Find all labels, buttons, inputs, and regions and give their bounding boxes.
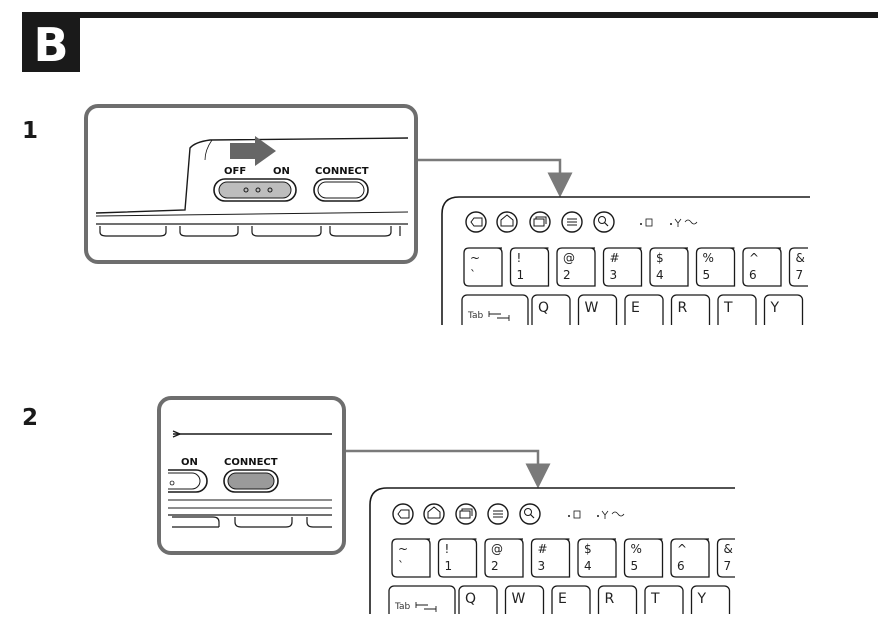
step-number-2: 2: [22, 405, 39, 431]
key-6[interactable]: ^6: [670, 538, 710, 578]
key-4[interactable]: $4: [577, 538, 617, 578]
search-icon[interactable]: [519, 503, 541, 525]
key-base-symbol: 1: [517, 268, 525, 282]
power-switch-2[interactable]: [168, 469, 208, 493]
home-icon[interactable]: [423, 503, 445, 525]
callout-arrow-1: [416, 158, 573, 198]
key-shift-symbol: $: [584, 542, 592, 556]
key-base-symbol: 3: [610, 268, 618, 282]
key-base-symbol: 7: [724, 559, 732, 573]
key-shift-symbol: !: [445, 542, 450, 556]
key-letter: R: [605, 591, 615, 607]
key-letter: R: [678, 300, 688, 316]
key-base-symbol: `: [470, 268, 476, 282]
tab-key-label: Tab: [467, 311, 484, 321]
key-shift-symbol: $: [656, 251, 664, 265]
header-rule: [22, 12, 878, 18]
key-letter: Y: [697, 591, 707, 607]
key-shift-symbol: %: [631, 542, 642, 556]
key-base-symbol: 5: [703, 268, 711, 282]
key-letter: E: [631, 300, 640, 316]
key-base-symbol: 4: [584, 559, 592, 573]
connect-button-1[interactable]: [313, 178, 369, 202]
power-switch-1[interactable]: [213, 178, 297, 202]
key-5[interactable]: %5: [695, 247, 736, 287]
switch-off-label-1: OFF: [224, 166, 246, 177]
key-3[interactable]: #3: [602, 247, 643, 287]
switch-on-label-1: ON: [273, 166, 290, 177]
connect-label-1: CONNECT: [315, 166, 369, 177]
key-shift-symbol: !: [517, 251, 522, 265]
tab-key-label: Tab: [394, 602, 411, 612]
search-icon[interactable]: [593, 211, 615, 233]
key-letter: Q: [538, 300, 549, 316]
key-2[interactable]: @2: [556, 247, 596, 287]
key-shift-symbol: ~: [470, 251, 480, 265]
key-letter: W: [512, 591, 526, 607]
key-letter: Q: [465, 591, 476, 607]
step-number-1: 1: [22, 118, 39, 144]
recent-apps-icon[interactable]: [529, 211, 551, 233]
switch-on-label-2: ON: [181, 457, 198, 468]
key-shift-symbol: ~: [398, 542, 408, 556]
key-7[interactable]: &7: [788, 247, 809, 287]
key-grave[interactable]: ~`: [463, 247, 503, 287]
key-letter: T: [723, 300, 733, 316]
key-letter: E: [558, 591, 567, 607]
key-1[interactable]: !1: [437, 538, 478, 578]
recent-apps-icon[interactable]: [455, 503, 477, 525]
key-shift-symbol: %: [703, 251, 714, 265]
key-shift-symbol: &: [796, 251, 805, 265]
key-base-symbol: 5: [631, 559, 639, 573]
back-icon[interactable]: [392, 503, 414, 525]
indicator-lights-icon: [568, 510, 625, 519]
key-base-symbol: 6: [749, 268, 757, 282]
key-shift-symbol: @: [563, 251, 575, 265]
key-base-symbol: 1: [445, 559, 453, 573]
key-base-symbol: 7: [796, 268, 804, 282]
key-5[interactable]: %5: [623, 538, 664, 578]
key-6[interactable]: ^6: [742, 247, 782, 287]
key-letter: T: [650, 591, 660, 607]
key-shift-symbol: @: [491, 542, 503, 556]
key-base-symbol: 2: [491, 559, 499, 573]
key-1[interactable]: !1: [509, 247, 550, 287]
key-grave[interactable]: ~`: [391, 538, 431, 578]
key-base-symbol: 2: [563, 268, 571, 282]
menu-icon[interactable]: [487, 503, 509, 525]
key-shift-symbol: ^: [749, 251, 759, 265]
key-base-symbol: `: [398, 559, 404, 573]
indicator-lights-icon: [640, 218, 698, 227]
key-2[interactable]: @2: [484, 538, 524, 578]
connect-button-2[interactable]: [223, 469, 279, 493]
key-7[interactable]: &7: [716, 538, 736, 578]
key-base-symbol: 4: [656, 268, 664, 282]
key-shift-symbol: &: [724, 542, 733, 556]
back-icon[interactable]: [465, 211, 487, 233]
connect-label-2: CONNECT: [224, 457, 278, 468]
callout-arrow-2: [344, 449, 551, 489]
key-base-symbol: 3: [538, 559, 546, 573]
menu-icon[interactable]: [561, 211, 583, 233]
key-4[interactable]: $4: [649, 247, 689, 287]
key-letter: W: [585, 300, 599, 316]
home-icon[interactable]: [496, 211, 518, 233]
key-shift-symbol: ^: [677, 542, 687, 556]
key-base-symbol: 6: [677, 559, 685, 573]
key-shift-symbol: #: [610, 251, 620, 265]
section-letter: B: [22, 18, 80, 72]
key-shift-symbol: #: [538, 542, 548, 556]
slide-direction-arrow: [230, 136, 276, 166]
key-letter: Y: [770, 300, 780, 316]
key-3[interactable]: #3: [530, 538, 571, 578]
